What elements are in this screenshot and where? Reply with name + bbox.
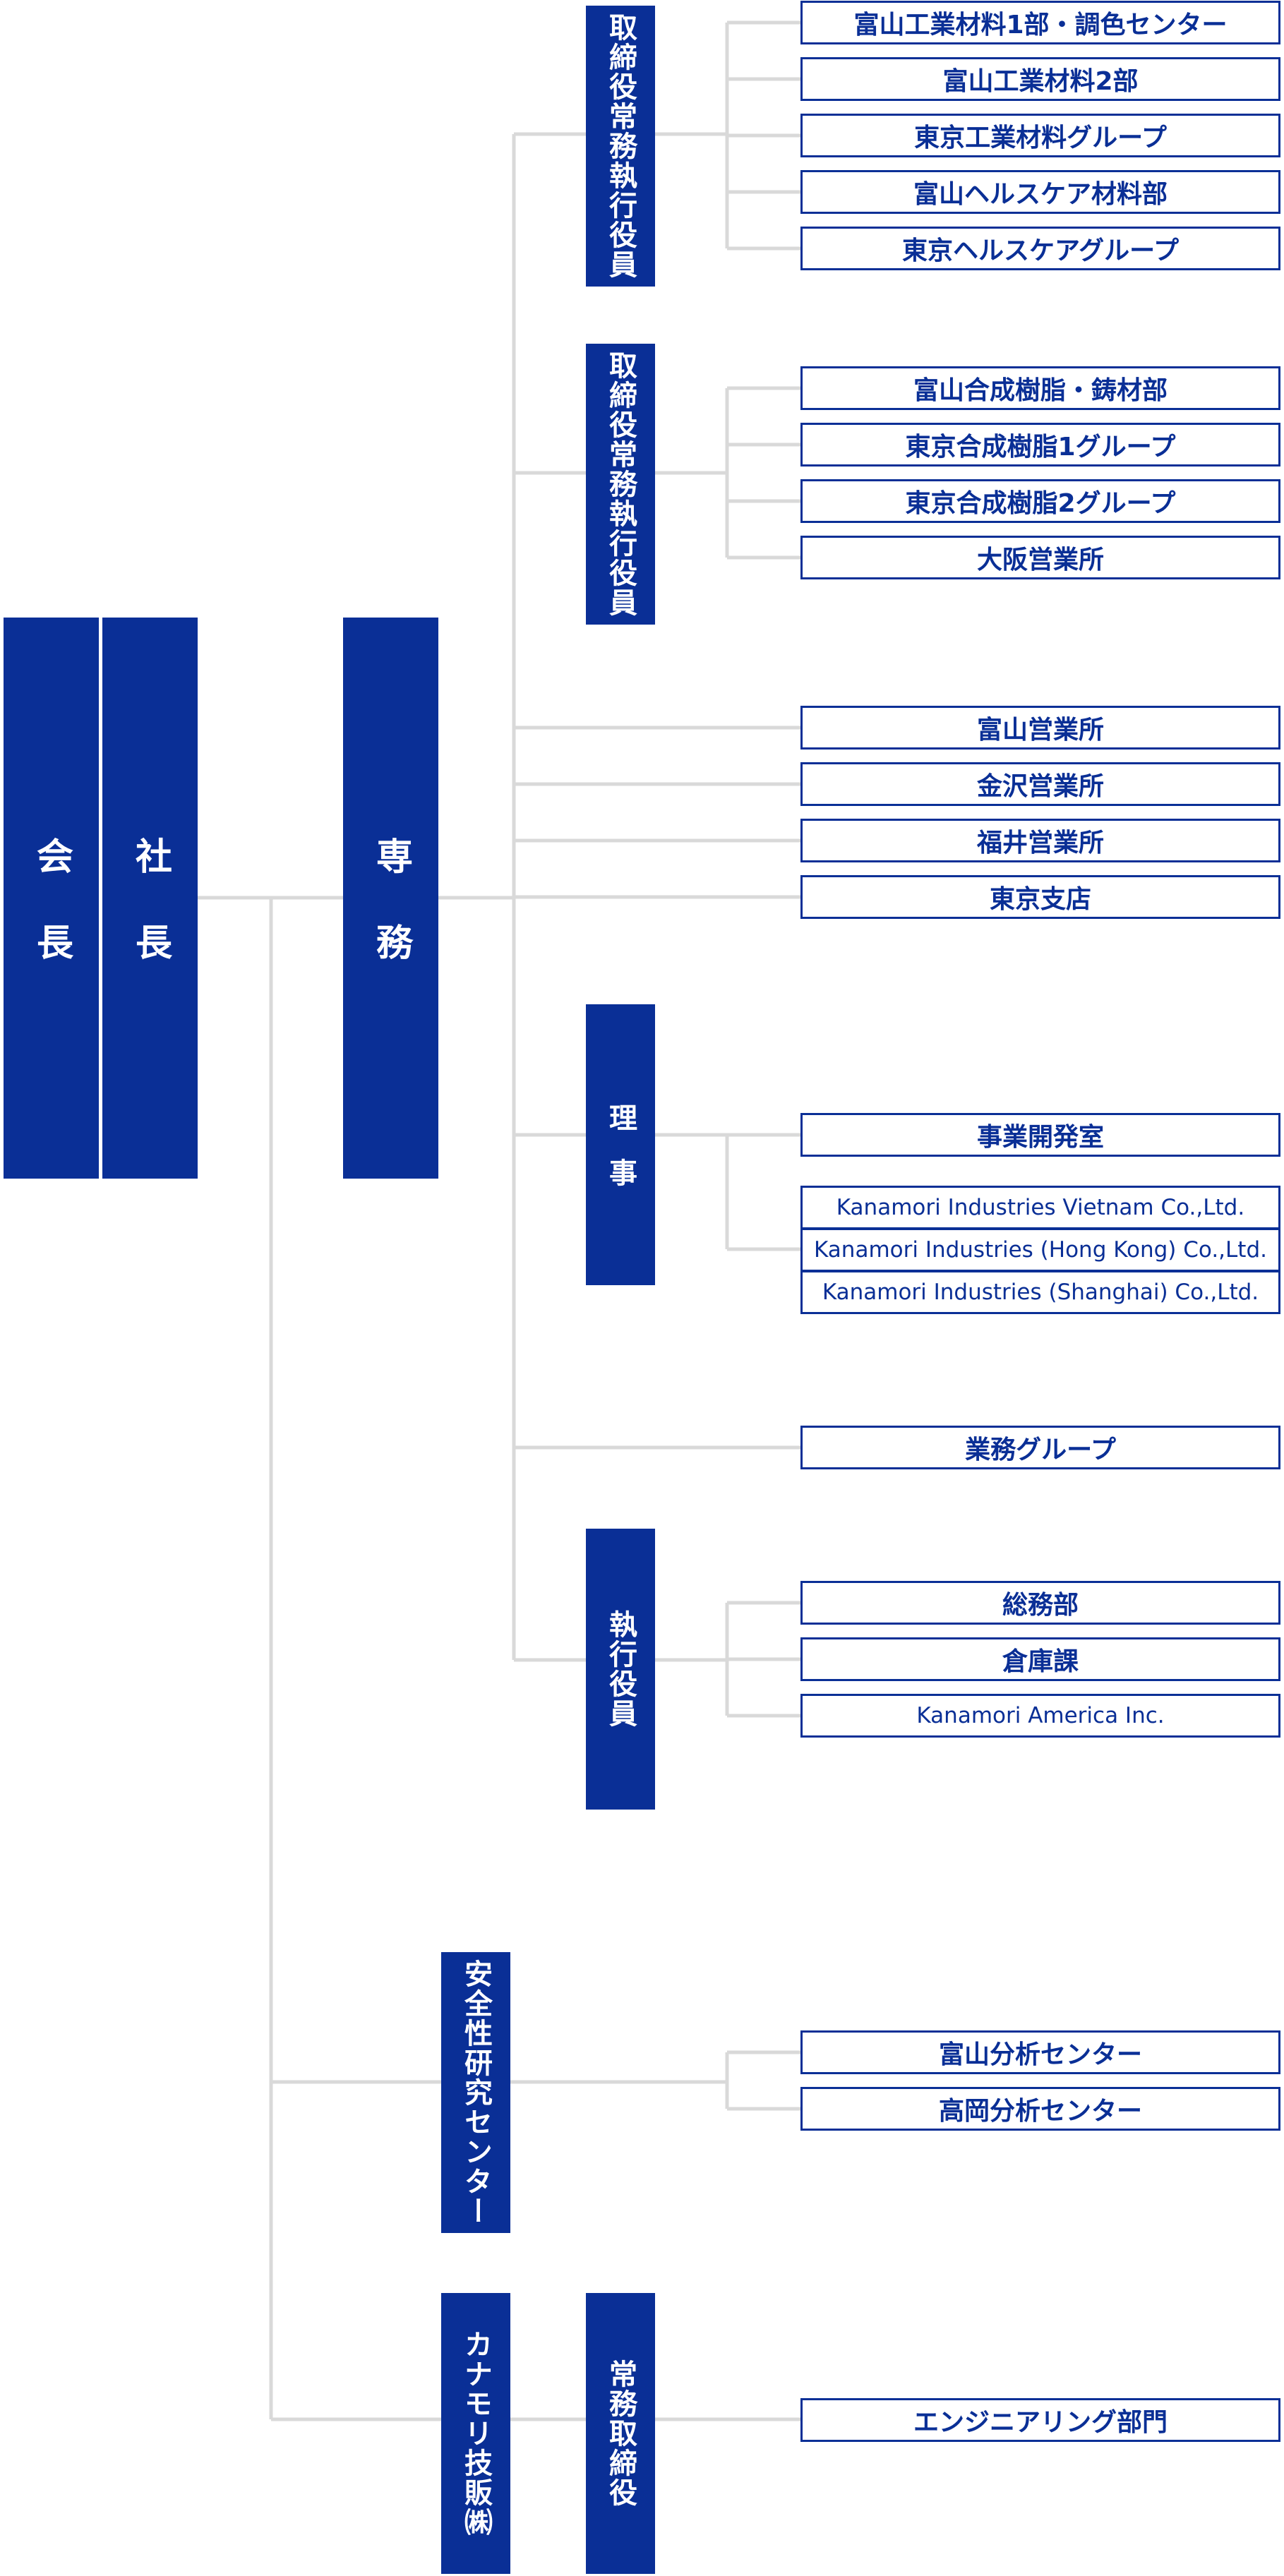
kanamori-gihan-label: カナモリ技販㈱ (460, 2330, 492, 2537)
dept-box: 東京工業材料グループ (800, 114, 1280, 157)
senior-managing-director-label: 専務 (369, 836, 412, 1009)
senior-managing-director-box: 専務 (343, 618, 438, 1179)
director-box: 理事 (586, 1004, 655, 1285)
managing-officer-1-box: 取締役常務執行役員 (586, 6, 655, 287)
chairman-box: 会長 (4, 618, 99, 1179)
subsidiary-box: Kanamori Industries (Hong Kong) Co.,Ltd. (800, 1228, 1280, 1272)
dept-box: 総務部 (800, 1581, 1280, 1625)
branch-box: 福井営業所 (800, 819, 1280, 862)
dept-box: 大阪営業所 (800, 536, 1280, 579)
managing-director-box: 常務取締役 (586, 2293, 655, 2574)
managing-director-label: 常務取締役 (604, 2359, 637, 2508)
branch-box: 金沢営業所 (800, 762, 1280, 806)
dept-box: 富山合成樹脂・鋳材部 (800, 366, 1280, 410)
dept-box: 倉庫課 (800, 1637, 1280, 1681)
dept-box: 高岡分析センター (800, 2087, 1280, 2131)
dept-box: 富山工業材料1部・調色センター (800, 1, 1280, 44)
dept-box: 富山分析センター (800, 2030, 1280, 2074)
safety-research-center-label: 安全性研究センター (460, 1959, 492, 2226)
branch-box: 東京支店 (800, 875, 1280, 919)
dept-box: 業務グループ (800, 1426, 1280, 1469)
dept-box: 東京合成樹脂2グループ (800, 479, 1280, 523)
executive-officer-label: 執行役員 (604, 1610, 637, 1728)
executive-officer-box: 執行役員 (586, 1529, 655, 1810)
president-label: 社長 (128, 836, 172, 1009)
managing-officer-1-label: 取締役常務執行役員 (604, 13, 637, 279)
subsidiary-box: Kanamori Industries (Shanghai) Co.,Ltd. (800, 1270, 1280, 1314)
dept-box: 東京ヘルスケアグループ (800, 227, 1280, 270)
managing-officer-2-label: 取締役常務執行役員 (604, 351, 637, 618)
dept-box: 事業開発室 (800, 1113, 1280, 1157)
president-box: 社長 (102, 618, 198, 1179)
subsidiary-box: Kanamori Industries Vietnam Co.,Ltd. (800, 1186, 1280, 1229)
safety-research-center-box: 安全性研究センター (441, 1952, 510, 2233)
dept-box: エンジニアリング部門 (800, 2398, 1280, 2442)
dept-box: 富山工業材料2部 (800, 57, 1280, 101)
chairman-label: 会長 (30, 836, 73, 1009)
branch-box: 富山営業所 (800, 706, 1280, 750)
kanamori-gihan-box: カナモリ技販㈱ (441, 2293, 510, 2574)
dept-box: 富山ヘルスケア材料部 (800, 170, 1280, 214)
dept-box: 東京合成樹脂1グループ (800, 423, 1280, 467)
director-label: 理事 (604, 1103, 637, 1213)
subsidiary-box: Kanamori America Inc. (800, 1694, 1280, 1738)
managing-officer-2-box: 取締役常務執行役員 (586, 344, 655, 625)
